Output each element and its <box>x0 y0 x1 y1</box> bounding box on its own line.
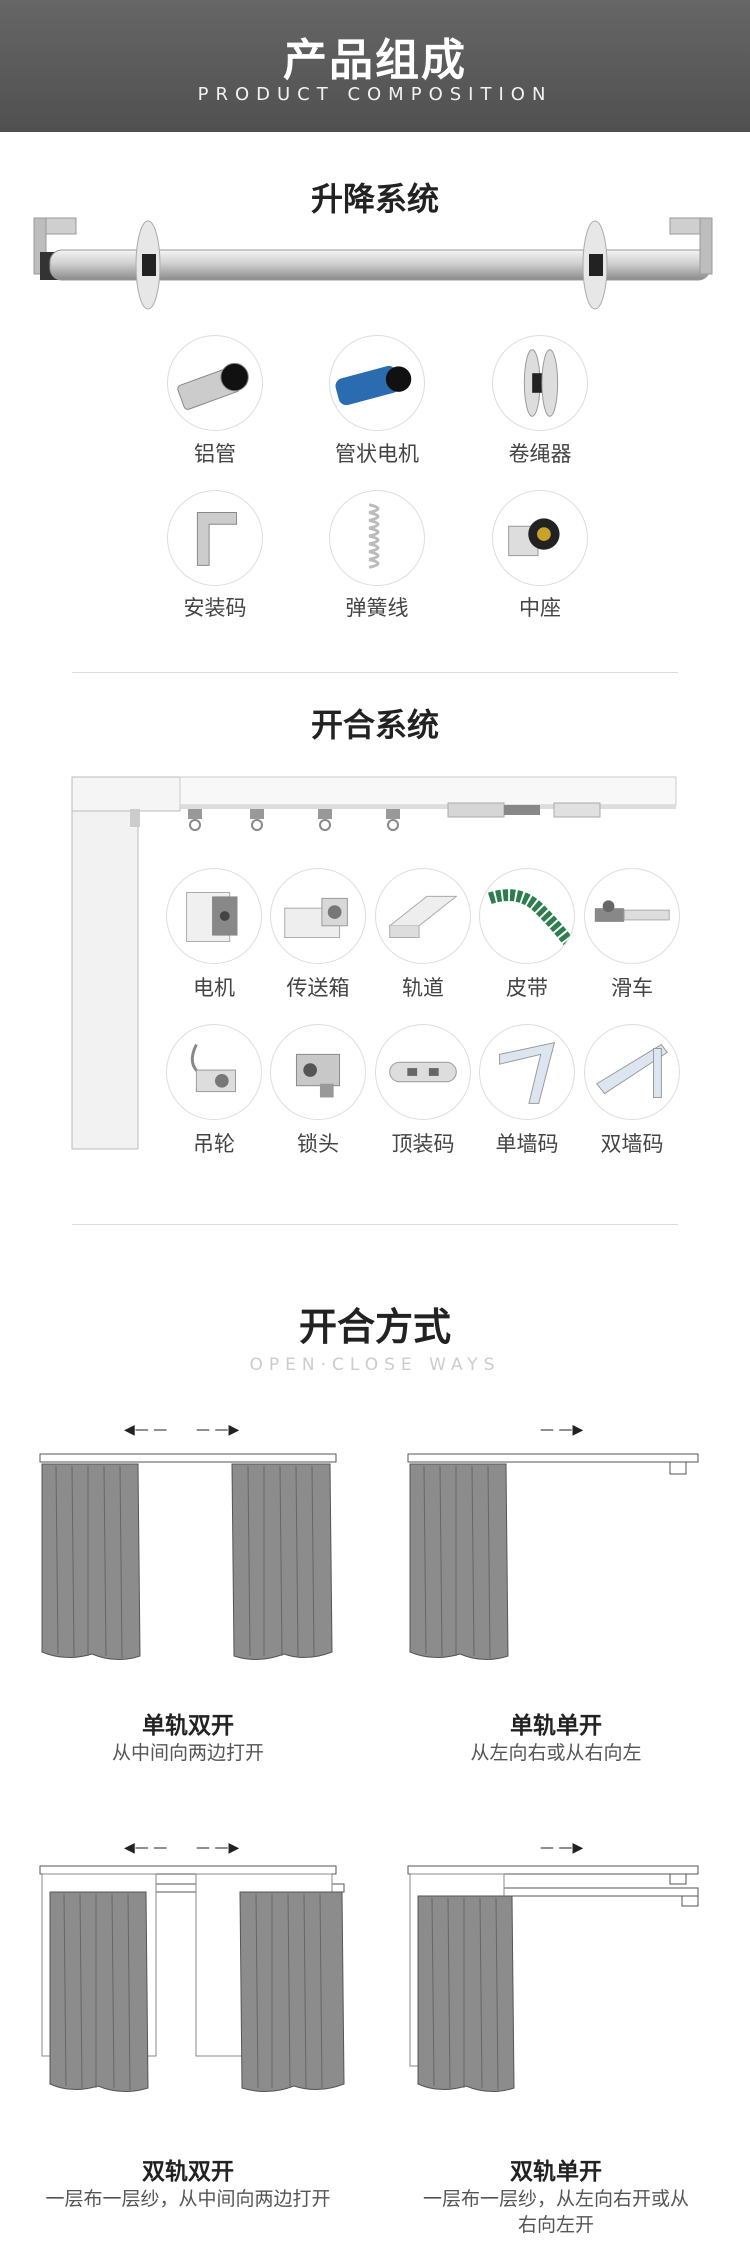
double-track-double-open-diagram: ◀— — — —▶ <box>39 1840 345 2092</box>
spring-cable-icon <box>329 490 425 586</box>
way-3-name: 双轨双开 <box>142 2159 234 2185</box>
lock-head-icon <box>270 1024 366 1120</box>
oc-part-label-2: 传送箱 <box>286 976 350 1000</box>
svg-text:◀— —: ◀— — <box>124 1840 167 1856</box>
track-system-image <box>71 776 677 1150</box>
open-close-system-title: 开合系统 <box>310 706 439 744</box>
lift-part-label-5: 弹簧线 <box>345 596 409 620</box>
lift-part-label-4: 安装码 <box>183 596 247 620</box>
svg-text:— —▶: — —▶ <box>540 1840 583 1856</box>
way-4-name: 双轨单开 <box>510 2159 602 2185</box>
roller-tube-image <box>33 217 713 310</box>
section-divider-2 <box>72 1224 678 1225</box>
oc-part-label-3: 轨道 <box>402 976 444 1000</box>
ways-subtitle: OPEN·CLOSE WAYS <box>249 1355 501 1375</box>
rope-winder-icon <box>492 335 588 431</box>
svg-text:◀— —: ◀— — <box>124 1422 167 1438</box>
single-track-single-open-diagram: — —▶ <box>407 1422 699 1660</box>
transmission-box-icon <box>270 868 366 964</box>
double-track-single-open-diagram: — —▶ <box>407 1840 699 2092</box>
lift-part-label-2: 管状电机 <box>335 442 419 466</box>
way-2-desc: 从左向右或从右向左 <box>470 1742 642 1764</box>
oc-part-label-10: 双墙码 <box>600 1132 664 1156</box>
single-track-double-open-diagram: ◀— — — —▶ <box>39 1422 337 1660</box>
lift-part-label-3: 卷绳器 <box>508 442 572 466</box>
way-3-desc: 一层布一层纱，从中间向两边打开 <box>45 2188 331 2210</box>
double-wall-bracket-icon <box>584 1024 680 1120</box>
oc-part-label-1: 电机 <box>193 976 235 1000</box>
curtain-motor-icon <box>166 868 262 964</box>
runner-icon <box>584 868 680 964</box>
lift-system-title: 升降系统 <box>310 180 439 218</box>
mounting-bracket-icon <box>167 490 263 586</box>
oc-part-label-5: 滑车 <box>611 976 653 1000</box>
section-divider-1 <box>72 672 678 673</box>
center-support-icon <box>492 490 588 586</box>
oc-part-label-7: 锁头 <box>297 1132 339 1156</box>
lift-part-label-1: 铝管 <box>194 442 236 466</box>
tubular-motor-icon <box>329 335 425 431</box>
pulley-icon <box>166 1024 262 1120</box>
ceiling-bracket-icon <box>375 1024 471 1120</box>
single-wall-bracket-icon <box>479 1024 575 1120</box>
aluminum-tube-icon <box>167 335 263 431</box>
ways-title: 开合方式 <box>298 1305 451 1349</box>
way-1-desc: 从中间向两边打开 <box>111 1742 264 1764</box>
way-1-name: 单轨双开 <box>142 1713 234 1739</box>
oc-part-label-8: 顶装码 <box>391 1132 455 1156</box>
belt-icon <box>479 868 575 964</box>
svg-text:— —▶: — —▶ <box>540 1422 583 1438</box>
track-icon <box>375 868 471 964</box>
svg-text:— —▶: — —▶ <box>196 1840 239 1856</box>
oc-part-label-9: 单墙码 <box>495 1132 559 1156</box>
page-subtitle: PRODUCT COMPOSITION <box>197 84 553 105</box>
way-4-desc: 一层布一层纱，从左向右开或从右向左开 <box>422 2188 689 2236</box>
oc-part-label-6: 吊轮 <box>193 1132 235 1156</box>
page-title: 产品组成 <box>283 35 467 86</box>
way-2-name: 单轨单开 <box>510 1713 602 1739</box>
oc-part-label-4: 皮带 <box>506 976 548 1000</box>
svg-text:— —▶: — —▶ <box>196 1422 239 1438</box>
header-banner: 产品组成 PRODUCT COMPOSITION <box>0 0 750 132</box>
lift-part-label-6: 中座 <box>519 596 561 620</box>
